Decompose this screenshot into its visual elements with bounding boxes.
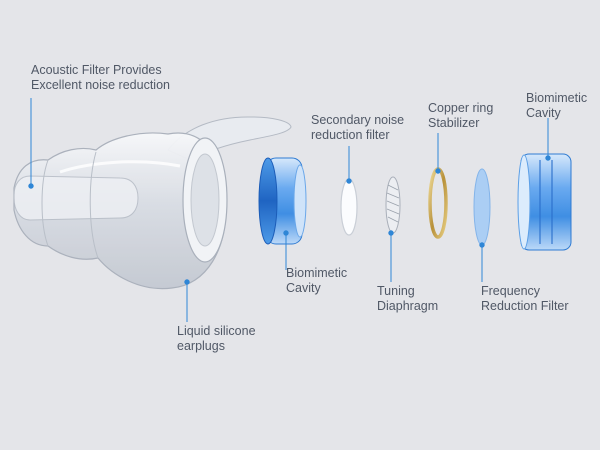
label-frequency-filter-line2: Reduction Filter xyxy=(481,299,569,314)
label-copper-ring: Copper ring Stabilizer xyxy=(428,101,493,131)
label-acoustic-filter-line1: Acoustic Filter Provides xyxy=(31,63,170,78)
leader-silicone-earplugs-dot xyxy=(185,280,189,284)
left-cavity-face xyxy=(259,158,277,244)
label-frequency-filter-line1: Frequency xyxy=(481,284,569,299)
leader-left-cavity-dot xyxy=(284,231,288,235)
left-cavity-end xyxy=(294,165,306,237)
label-secondary-filter: Secondary noise reduction filter xyxy=(311,113,404,143)
leader-secondary-filter-dot xyxy=(347,179,351,183)
label-acoustic-filter-line2: Excellent noise reduction xyxy=(31,78,170,93)
earplug-stem xyxy=(14,176,138,220)
label-biomimetic-cavity-right-line1: Biomimetic xyxy=(526,91,587,106)
secondary-filter-disc xyxy=(341,179,357,235)
label-tuning-diaphragm-line2: Diaphragm xyxy=(377,299,438,314)
label-frequency-filter: Frequency Reduction Filter xyxy=(481,284,569,314)
label-biomimetic-cavity-left-line1: Biomimetic xyxy=(286,266,347,281)
copper-ring xyxy=(430,169,446,237)
label-acoustic-filter: Acoustic Filter Provides Excellent noise… xyxy=(31,63,170,93)
label-tuning-diaphragm: Tuning Diaphragm xyxy=(377,284,438,314)
label-silicone-earplugs-line1: Liquid silicone xyxy=(177,324,256,339)
label-secondary-filter-line2: reduction filter xyxy=(311,128,404,143)
label-biomimetic-cavity-right-line2: Cavity xyxy=(526,106,587,121)
leader-copper-ring-dot xyxy=(436,169,440,173)
leader-acoustic-filter-dot xyxy=(29,184,33,188)
leader-frequency-filter-dot xyxy=(480,243,484,247)
right-cavity-face xyxy=(518,155,530,249)
leader-right-cavity-dot xyxy=(546,156,550,160)
right-biomimetic-cavity xyxy=(518,154,571,250)
label-biomimetic-cavity-right: Biomimetic Cavity xyxy=(526,91,587,121)
frequency-filter-disc xyxy=(474,169,490,245)
label-copper-ring-line2: Stabilizer xyxy=(428,116,493,131)
label-silicone-earplugs-line2: earplugs xyxy=(177,339,256,354)
label-tuning-diaphragm-line1: Tuning xyxy=(377,284,438,299)
label-copper-ring-line1: Copper ring xyxy=(428,101,493,116)
label-biomimetic-cavity-left-line2: Cavity xyxy=(286,281,347,296)
label-secondary-filter-line1: Secondary noise xyxy=(311,113,404,128)
label-biomimetic-cavity-left: Biomimetic Cavity xyxy=(286,266,347,296)
earplug-rim-inner xyxy=(191,154,219,246)
tuning-diaphragm xyxy=(386,177,400,233)
label-silicone-earplugs: Liquid silicone earplugs xyxy=(177,324,256,354)
left-biomimetic-cavity xyxy=(259,158,306,244)
silicone-earplug xyxy=(14,117,291,289)
leader-tuning-diaphragm-dot xyxy=(389,231,393,235)
